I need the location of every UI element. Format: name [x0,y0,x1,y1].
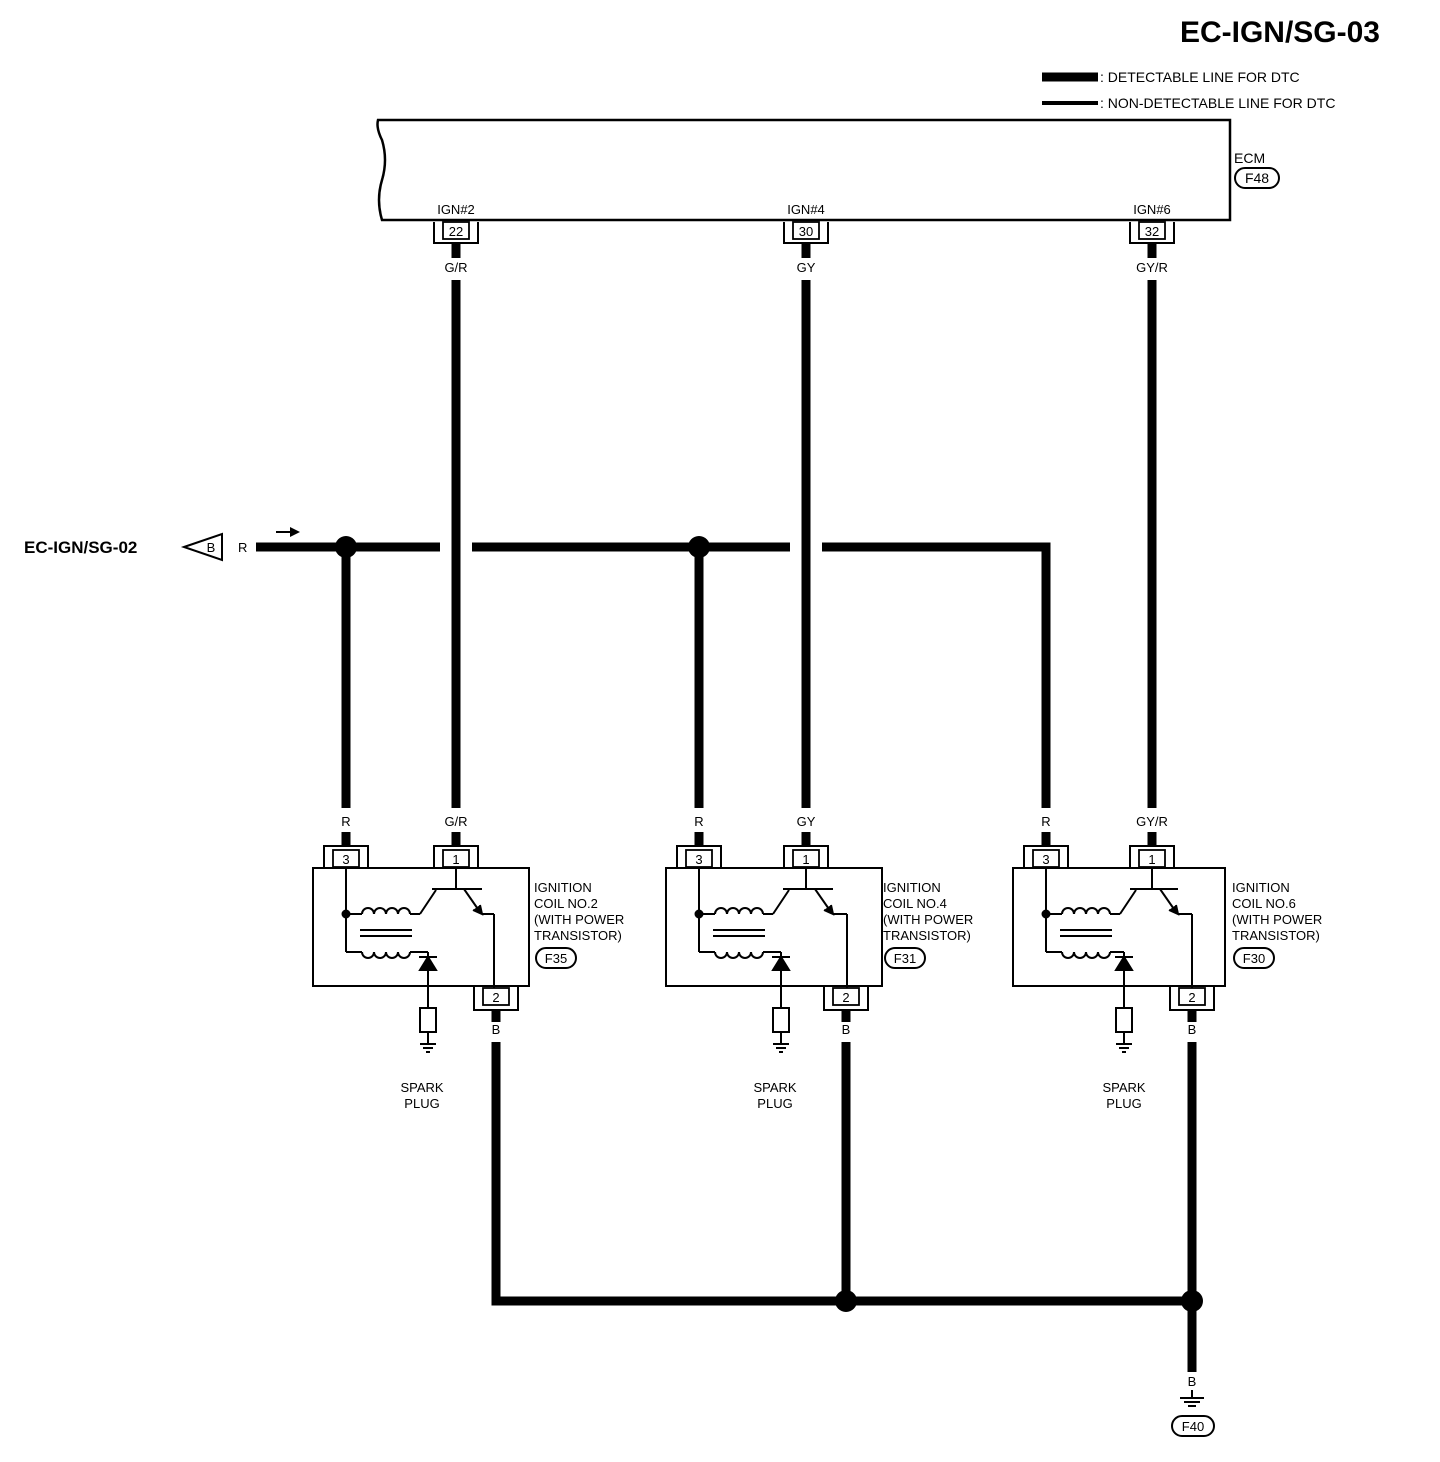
spark-plug-label: PLUG [757,1096,792,1111]
spark-plug-label: PLUG [404,1096,439,1111]
splice-dot [1181,1290,1203,1312]
wire-color-label: GY/R [1136,260,1168,275]
coil-pin: 2 [492,990,499,1005]
splice-dot [835,1290,857,1312]
spark-plug-label: SPARK [753,1080,796,1095]
wire-color-label: GY/R [1136,814,1168,829]
ecm-terminal-signal: IGN#2 [437,202,475,217]
coil-label: IGNITION [1232,880,1290,895]
ground-connector-id: F40 [1182,1419,1204,1434]
ecm-terminal-ign6: IGN#6 32 GY/R [1129,202,1175,275]
ignition-coil-4: R GY 3 1 [665,814,973,1111]
power-feed-wire [256,542,1051,808]
coil-label: (WITH POWER [1232,912,1322,927]
legend-non-detectable-text: : NON-DETECTABLE LINE FOR DTC [1100,95,1335,111]
ecm-terminal-ign4: IGN#4 30 GY [783,202,829,275]
ecm-name: ECM [1234,150,1265,166]
legend: : DETECTABLE LINE FOR DTC : NON-DETECTAB… [1042,69,1335,111]
source-arrow [180,532,223,562]
source-wire-color: R [238,540,247,555]
coil-label: (WITH POWER [534,912,624,927]
coil-connector-badge [884,947,926,969]
spark-plug-label: PLUG [1106,1096,1141,1111]
ecm-pin-stubs [451,243,1157,258]
coil-label: COIL NO.4 [883,896,947,911]
ground-connector-badge [1171,1415,1215,1437]
wire-color-label: B [492,1022,501,1037]
ground-wires [491,1042,1197,1372]
coil-label: IGNITION [534,880,592,895]
wire-color-label: R [341,814,350,829]
ecm-box [376,118,1232,222]
coil-pin: 3 [1042,852,1049,867]
wire-color-label: GY [797,814,816,829]
coil-label: IGNITION [883,880,941,895]
ground-wire-color: B [1188,1374,1197,1389]
wire-color-label: B [842,1022,851,1037]
spark-plug-label: SPARK [400,1080,443,1095]
ecm-terminal-pin: 22 [449,224,463,239]
ecm-terminal-signal: IGN#4 [787,202,825,217]
coil-connector-badge [535,947,577,969]
page-title: EC-IGN/SG-03 [1180,16,1380,49]
coil-pin: 1 [1148,852,1155,867]
coil-pin: 3 [342,852,349,867]
wire-color-label: GY [797,260,816,275]
ecm-connector-id: F48 [1245,170,1269,186]
coil-label: TRANSISTOR) [883,928,971,943]
ignition-coil-2: R G/R 3 1 [312,814,624,1111]
ecm-connector-badge [1234,167,1280,189]
wire-color-label: R [694,814,703,829]
coil-label: COIL NO.6 [1232,896,1296,911]
coil-pin: 3 [695,852,702,867]
splice-dot [688,536,710,558]
source-connector-letter: B [207,540,216,555]
ignition-coil-6: R GY/R 3 1 [1012,814,1322,1111]
spark-plug-icon [772,1007,790,1033]
wire-color-label: R [1041,814,1050,829]
splice-dot [335,536,357,558]
wire-color-label: G/R [444,814,467,829]
source-page-ref: EC-IGN/SG-02 [24,538,137,557]
coil-box [312,867,530,987]
ecm-unit: ECM F48 [376,118,1280,222]
coil-pin: 1 [802,852,809,867]
ecm-terminal-pin: 32 [1145,224,1159,239]
coil-label: COIL NO.2 [534,896,598,911]
wire-color-label: B [1188,1022,1197,1037]
coil-pin: 2 [1188,990,1195,1005]
coil-pin: 2 [842,990,849,1005]
coil-box [1012,867,1226,987]
ecm-terminal-ign2: IGN#2 22 G/R [433,202,479,275]
spark-plug-icon [419,1007,437,1033]
coil-label: (WITH POWER [883,912,973,927]
spark-plug-label: SPARK [1102,1080,1145,1095]
source-connector: EC-IGN/SG-02 B R [24,527,300,562]
spark-plug-icon [1115,1007,1133,1033]
wire-color-label: G/R [444,260,467,275]
coil-label: TRANSISTOR) [1232,928,1320,943]
legend-detectable-text: : DETECTABLE LINE FOR DTC [1100,69,1300,85]
coil-box [665,867,883,987]
coil-connector-id: F31 [894,951,916,966]
ecm-terminal-signal: IGN#6 [1133,202,1171,217]
ecm-signal-wires [451,280,1157,808]
coil-pin: 1 [452,852,459,867]
coil-connector-id: F35 [545,951,567,966]
coil-connector-id: F30 [1243,951,1265,966]
ecm-terminal-pin: 30 [799,224,813,239]
ground-icon [1180,1390,1204,1407]
coil-connector-badge [1233,947,1275,969]
coil-label: TRANSISTOR) [534,928,622,943]
ground-point: B F40 [1171,1374,1215,1437]
